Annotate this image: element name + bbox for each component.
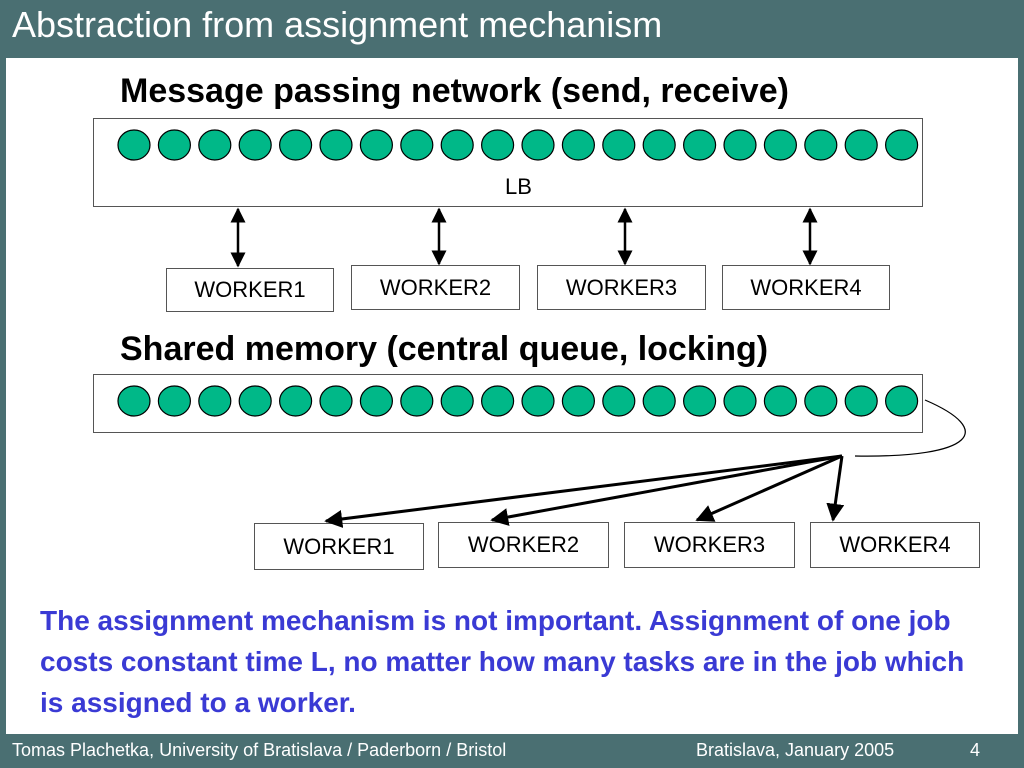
sm-job-19 — [844, 385, 878, 417]
page-number: 4 — [970, 740, 981, 760]
sm-assign-arrow-2 — [490, 454, 843, 526]
sm-job-16 — [723, 385, 757, 417]
sm-assign-arrow-1 — [324, 454, 843, 528]
sm-worker-4: WORKER4 — [810, 522, 980, 568]
footer-date: Bratislava, January 2005 — [696, 740, 895, 760]
sm-job-9 — [440, 385, 474, 417]
mp-job-16 — [723, 129, 757, 161]
mp-job-4 — [238, 129, 272, 161]
sm-job-5 — [279, 385, 313, 417]
sm-job-11 — [521, 385, 555, 417]
mp-job-17 — [763, 129, 798, 161]
mp-worker-4: WORKER4 — [722, 265, 890, 310]
sm-job-12 — [561, 385, 596, 417]
mp-job-7 — [359, 129, 393, 161]
mp-job-13 — [602, 129, 636, 161]
message-passing-jobs — [117, 129, 919, 161]
sm-job-15 — [682, 385, 717, 417]
sm-job-18 — [804, 385, 838, 417]
mp-job-9 — [440, 129, 474, 161]
sm-job-8 — [400, 385, 434, 417]
sm-worker-2: WORKER2 — [438, 522, 609, 568]
explanation-text: The assignment mechanism is not importan… — [40, 605, 965, 718]
mp-job-1 — [117, 129, 151, 161]
mp-job-18 — [804, 129, 838, 161]
sm-job-4 — [238, 385, 272, 417]
sm-job-13 — [602, 385, 636, 417]
sm-job-2 — [157, 385, 191, 417]
mp-worker-2: WORKER2 — [351, 265, 520, 310]
sm-job-3 — [198, 385, 232, 417]
mp-job-20 — [884, 129, 919, 161]
mp-job-14 — [642, 129, 676, 161]
mp-job-11 — [521, 129, 555, 161]
shared-memory-heading: Shared memory (central queue, locking) — [120, 330, 769, 368]
mp-job-5 — [279, 129, 313, 161]
mp-worker-3: WORKER3 — [537, 265, 706, 310]
sm-job-20 — [884, 385, 919, 417]
sm-assign-arrow-3 — [695, 454, 843, 522]
mp-job-2 — [157, 129, 191, 161]
shared-memory-jobs — [117, 385, 919, 417]
mp-job-6 — [319, 129, 353, 161]
slide-title: Abstraction from assignment mechanism — [12, 4, 663, 45]
sm-worker-1: WORKER1 — [254, 523, 424, 570]
sm-job-14 — [642, 385, 676, 417]
mp-worker-1: WORKER1 — [166, 268, 334, 312]
sm-assign-arrow-4 — [826, 455, 845, 522]
title-bar: Abstraction from assignment mechanism — [0, 0, 1024, 56]
sm-job-6 — [319, 385, 353, 417]
footer-author: Tomas Plachetka, University of Bratislav… — [12, 740, 507, 760]
mp-job-12 — [561, 129, 596, 161]
sm-job-17 — [763, 385, 798, 417]
sm-job-7 — [359, 385, 393, 417]
sm-job-1 — [117, 385, 151, 417]
mp-job-3 — [198, 129, 232, 161]
mp-job-10 — [481, 129, 515, 161]
sm-job-10 — [481, 385, 515, 417]
footer-bar — [0, 734, 1024, 768]
mp-job-15 — [682, 129, 717, 161]
queue-dequeue-curve — [854, 399, 966, 457]
message-passing-heading: Message passing network (send, receive) — [120, 72, 789, 110]
load-balancer-label: LB — [505, 174, 532, 199]
mp-job-19 — [844, 129, 878, 161]
sm-worker-3: WORKER3 — [624, 522, 795, 568]
mp-job-8 — [400, 129, 434, 161]
